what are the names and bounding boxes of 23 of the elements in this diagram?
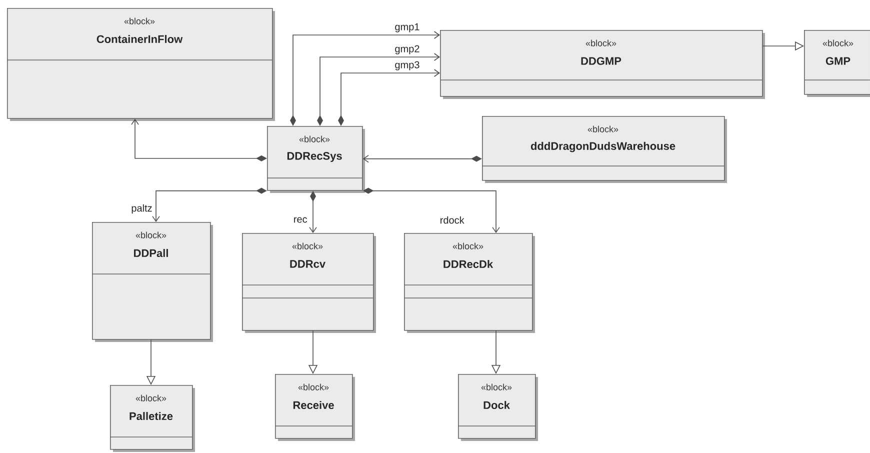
block-box: «block» Palletize (110, 385, 195, 452)
block-box: «block» dddDragonDudsWarehouse (482, 116, 727, 183)
arrow (338, 69, 440, 126)
arrow (362, 154, 482, 163)
block-box: «block» DDGMP (440, 30, 765, 99)
edge-label: gmp2 (394, 44, 420, 55)
edge-label: gmp1 (394, 22, 420, 33)
block-box: «block» ContainerInFlow (6, 8, 275, 121)
arrow (290, 31, 440, 126)
edge-label: gmp3 (394, 60, 420, 71)
block-box: «block» DDRecDk (404, 233, 535, 333)
block-box: «block» DDRecSys (266, 126, 365, 193)
arrow (317, 53, 440, 126)
block-box: «block» GMP (804, 30, 870, 97)
arrow (131, 118, 267, 162)
edge-label: rdock (439, 216, 465, 224)
block-box: «block» DDRcv (242, 233, 376, 333)
edge-label: rec (292, 216, 308, 224)
arrow (152, 188, 267, 222)
edge-label: paltz (130, 204, 153, 214)
block-box: «block» Dock (458, 374, 538, 441)
block-box: «block» DDPall (92, 222, 213, 342)
block-box: «block» Receive (274, 374, 355, 441)
